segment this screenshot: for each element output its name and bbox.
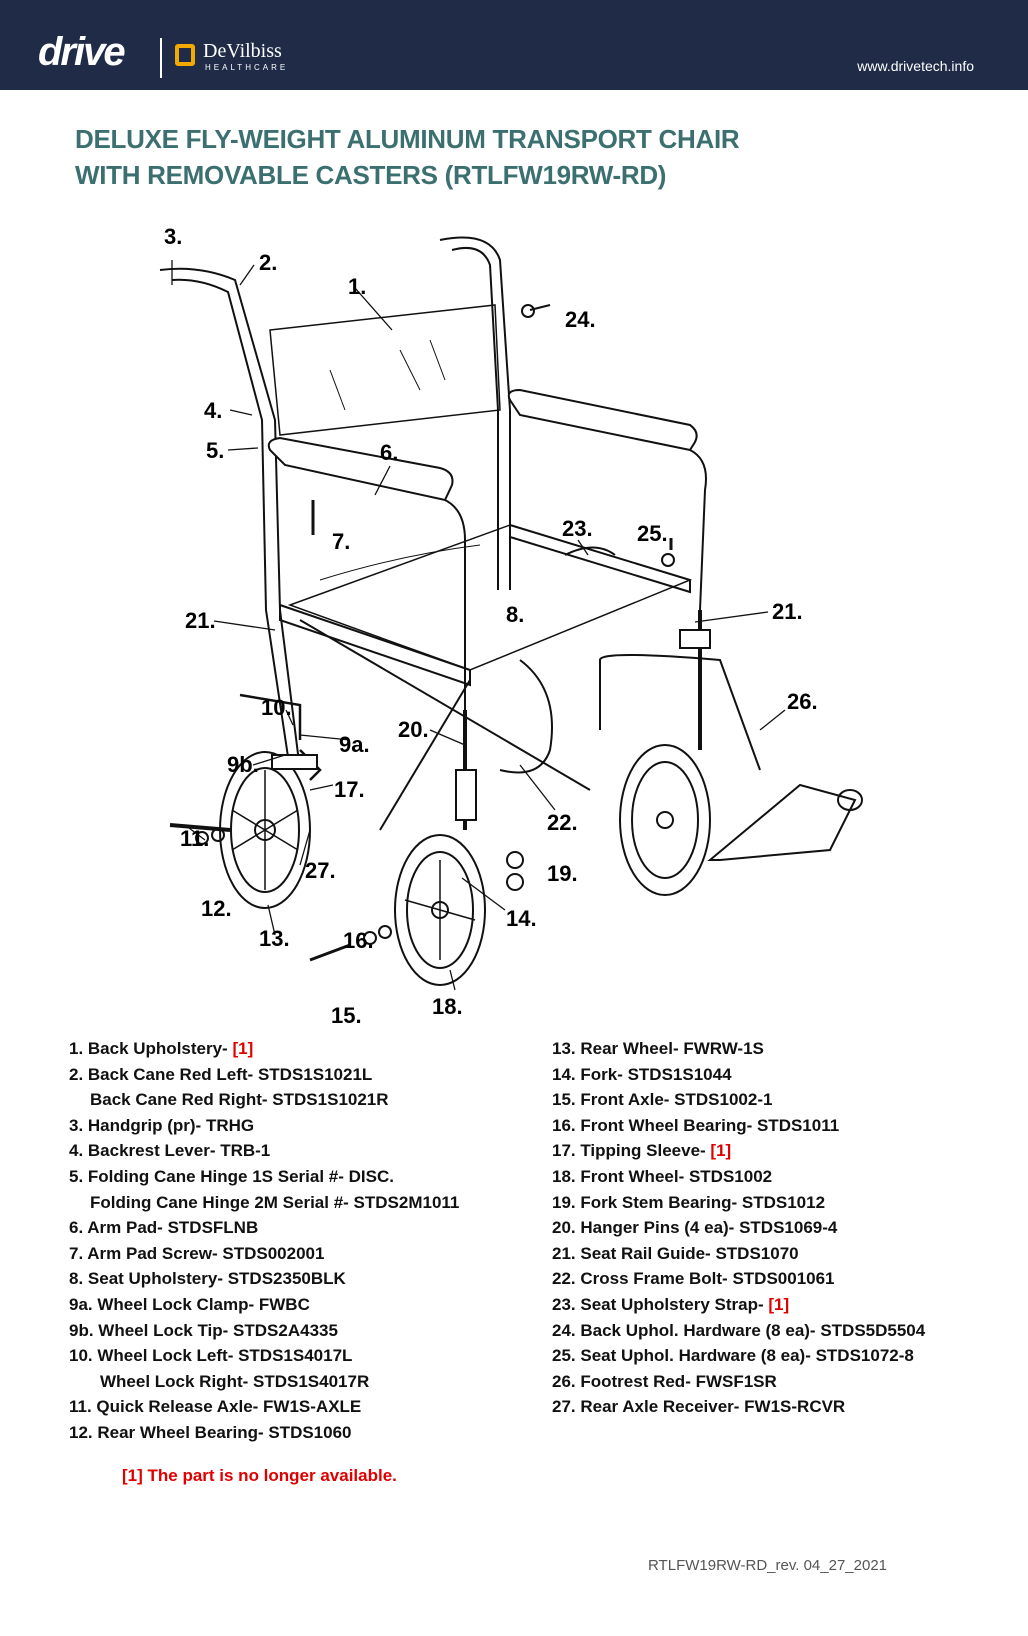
label-24: 24. (565, 307, 596, 332)
unavailable-note: [1] (232, 1039, 254, 1058)
label-4: 4. (204, 398, 223, 423)
label-13: 13. (259, 926, 290, 951)
list-item: 3. Handgrip (pr)- TRHG (69, 1115, 255, 1135)
label-26: 26. (787, 689, 818, 714)
page-title-line2: WITH REMOVABLE CASTERS (RTLFW19RW-RD) (75, 160, 667, 190)
list-item: 1. Back Upholstery- [1] (69, 1039, 254, 1058)
list-item: 26. Footrest Red- FWSF1SR (552, 1371, 777, 1391)
label-12: 12. (201, 896, 232, 921)
website-link[interactable]: www.drivetech.info (857, 58, 974, 74)
label-11: 11. (180, 826, 210, 851)
list-item: Wheel Lock Right- STDS1S4017R (100, 1371, 370, 1391)
list-item: Back Cane Red Right- STDS1S1021R (90, 1090, 389, 1110)
devilbiss-logo-sub: HEALTHCARE (205, 63, 289, 72)
list-item: 17. Tipping Sleeve- [1] (552, 1141, 732, 1161)
label-9a: 9a. (339, 732, 370, 757)
list-item: 27. Rear Axle Receiver- FW1S-RCVR (552, 1397, 846, 1417)
footnote: [1] The part is no longer available. (122, 1466, 397, 1485)
label-2: 2. (259, 250, 278, 275)
list-item: 8. Seat Upholstery- STDS2350BLK (69, 1269, 346, 1289)
chair-drawing (159, 236, 863, 991)
unavailable-note: [1] (768, 1294, 790, 1314)
label-27: 27. (305, 858, 336, 883)
label-19: 19. (547, 861, 578, 886)
label-20: 20. (398, 717, 429, 742)
label-18: 18. (432, 994, 463, 1019)
label-8: 8. (506, 602, 525, 627)
logo-divider (160, 38, 162, 78)
label-9b: 9b. (227, 752, 259, 777)
list-item: 9a. Wheel Lock Clamp- FWBC (69, 1294, 310, 1314)
label-7: 7. (332, 529, 351, 554)
list-item: 5. Folding Cane Hinge 1S Serial #- DISC. (69, 1166, 394, 1186)
list-item: 15. Front Axle- STDS1002-1 (552, 1090, 773, 1110)
label-15: 15. (331, 1003, 362, 1028)
label-1: 1. (348, 274, 367, 299)
list-item: 13. Rear Wheel- FWRW-1S (552, 1039, 764, 1058)
label-23: 23. (562, 516, 593, 541)
list-item: 12. Rear Wheel Bearing- STDS1060 (69, 1422, 352, 1442)
list-item: 22. Cross Frame Bolt- STDS001061 (552, 1269, 835, 1289)
list-item: 4. Backrest Lever- TRB-1 (69, 1141, 271, 1161)
list-item: 20. Hanger Pins (4 ea)- STDS1069-4 (552, 1218, 838, 1238)
exploded-parts-diagram: 3. 2. 1. 24. 4. 5. 6. 7. 23. 25. 8. 21. … (0, 210, 1028, 1030)
label-3: 3. (164, 224, 183, 249)
page-header: drive DeVilbiss HEALTHCARE www.drivetech… (0, 0, 1028, 90)
revision-label: RTLFW19RW-RD_rev. 04_27_2021 (648, 1557, 888, 1574)
list-item: Folding Cane Hinge 2M Serial #- STDS2M10… (90, 1192, 460, 1212)
list-item: 24. Back Uphol. Hardware (8 ea)- STDS5D5… (552, 1320, 926, 1340)
label-5: 5. (206, 438, 225, 463)
unavailable-note: [1] (710, 1141, 732, 1161)
devilbiss-logo-icon (175, 44, 195, 66)
list-item: 16. Front Wheel Bearing- STDS1011 (552, 1115, 840, 1135)
list-item: 7. Arm Pad Screw- STDS002001 (69, 1243, 325, 1263)
parts-list-right: 13. Rear Wheel- FWRW-1S 14. Fork- STDS1S… (552, 1036, 925, 1420)
list-item: 25. Seat Uphol. Hardware (8 ea)- STDS107… (552, 1346, 914, 1366)
label-22: 22. (547, 810, 578, 835)
label-21-left: 21. (185, 608, 216, 633)
list-item: 2. Back Cane Red Left- STDS1S1021L (69, 1064, 373, 1084)
page-title-line1: DELUXE FLY-WEIGHT ALUMINUM TRANSPORT CHA… (75, 124, 740, 154)
list-item: 9b. Wheel Lock Tip- STDS2A4335 (69, 1320, 338, 1340)
list-item: 21. Seat Rail Guide- STDS1070 (552, 1243, 799, 1263)
list-item: 11. Quick Release Axle- FW1S-AXLE (69, 1397, 362, 1417)
devilbiss-logo: DeVilbiss (203, 40, 282, 62)
list-item: 23. Seat Upholstery Strap- [1] (552, 1294, 790, 1314)
list-item: 19. Fork Stem Bearing- STDS1012 (552, 1192, 826, 1212)
label-17: 17. (334, 777, 365, 802)
label-25: 25. (637, 521, 668, 546)
list-item: 10. Wheel Lock Left- STDS1S4017L (69, 1346, 353, 1366)
list-item: 14. Fork- STDS1S1044 (552, 1064, 732, 1084)
label-14: 14. (506, 906, 537, 931)
label-6: 6. (380, 440, 399, 465)
list-item: 18. Front Wheel- STDS1002 (552, 1166, 773, 1186)
drive-logo: drive (38, 30, 126, 74)
label-21-right: 21. (772, 599, 803, 624)
label-16: 16. (343, 928, 374, 953)
parts-list-left: 1. Back Upholstery- [1] 2. Back Cane Red… (69, 1036, 459, 1446)
list-item: 6. Arm Pad- STDSFLNB (69, 1218, 259, 1238)
label-10: 10. (261, 695, 292, 720)
